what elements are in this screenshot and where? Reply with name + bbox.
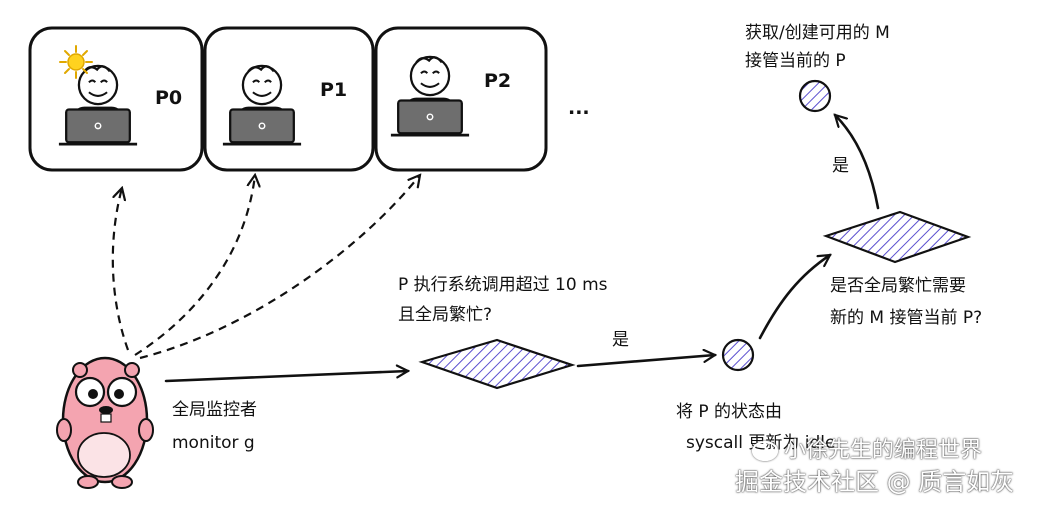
processor-label-p1: P1 — [320, 79, 348, 101]
spark-icon — [59, 45, 93, 79]
watermark-line2: 掘金技术社区 @ 质言如灰 — [735, 468, 1015, 496]
dashed-arrow-to-p1 — [134, 175, 255, 356]
decision2-sublabel: 新的 M 接管当前 P? — [830, 308, 983, 328]
processor-ellipsis: ... — [568, 97, 590, 119]
decision1-label: P 执行系统调用超过 10 ms — [398, 275, 608, 295]
dashed-arrow-to-p0 — [111, 188, 130, 351]
decision2-diamond — [822, 210, 972, 264]
dashed-arrows — [111, 175, 420, 360]
decision2-label: 是否全局繁忙需要 — [830, 276, 966, 296]
result-label: 获取/创建可用的 M — [745, 23, 890, 43]
arrow-decision2-to-result — [835, 115, 880, 210]
yes1-label: 是 — [612, 330, 629, 350]
watermark-line1: 小徐先生的编程世界 — [752, 432, 982, 464]
state-circle — [721, 338, 755, 372]
wechat-icon — [752, 441, 778, 461]
arrow-state-to-decision2 — [758, 253, 830, 340]
arrow-decision1-to-state — [576, 355, 715, 368]
yes2-label: 是 — [832, 156, 849, 176]
gopher-icon — [56, 356, 154, 489]
result-circle — [798, 79, 832, 113]
result-sublabel: 接管当前的 P — [745, 51, 846, 71]
decision1-diamond — [418, 338, 576, 390]
arrow-monitor-to-decision1 — [164, 371, 408, 383]
state-change-label: 将 P 的状态由 — [676, 402, 783, 422]
processor-label-p2: P2 — [484, 70, 512, 92]
processor-label-p0: P0 — [155, 87, 183, 109]
dashed-arrow-to-p2 — [139, 175, 420, 360]
monitor-label: 全局监控者 — [172, 400, 257, 420]
processor-box-p1 — [203, 26, 375, 172]
monitor-sublabel: monitor g — [172, 433, 255, 453]
decision1-sublabel: 且全局繁忙? — [398, 305, 493, 325]
processor-box-p2 — [374, 26, 548, 172]
